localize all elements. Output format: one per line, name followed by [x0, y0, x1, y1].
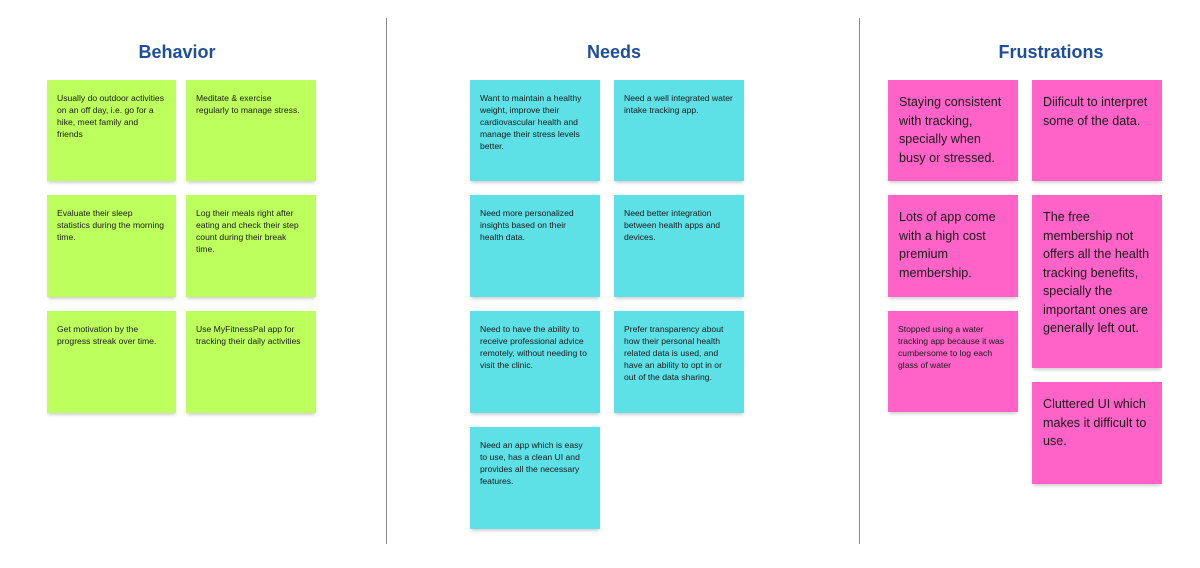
- sticky-note[interactable]: Get motivation by the progress streak ov…: [47, 311, 176, 413]
- needs-title: Needs: [586, 42, 642, 62]
- sticky-note[interactable]: Want to maintain a healthy weight, impro…: [470, 80, 600, 181]
- sticky-note[interactable]: Diificult to interpret some of the data.: [1032, 80, 1162, 181]
- sticky-note[interactable]: Usually do outdoor activities on an off …: [47, 80, 176, 181]
- column-divider: [859, 18, 860, 544]
- sticky-note[interactable]: Evaluate their sleep statistics during t…: [47, 195, 176, 297]
- sticky-note[interactable]: Need to have the ability to receive prof…: [470, 311, 600, 413]
- sticky-note[interactable]: Log their meals right after eating and c…: [186, 195, 316, 297]
- sticky-note[interactable]: Stopped using a water tracking app becau…: [888, 311, 1018, 412]
- sticky-note[interactable]: Need a well integrated water intake trac…: [614, 80, 744, 181]
- sticky-note[interactable]: Staying consistent with tracking, specia…: [888, 80, 1018, 181]
- sticky-note[interactable]: Lots of app come with a high cost premiu…: [888, 195, 1018, 297]
- behavior-title: Behavior: [138, 42, 216, 62]
- sticky-note[interactable]: The free membership not offers all the h…: [1032, 195, 1162, 368]
- sticky-note[interactable]: Meditate & exercise regularly to manage …: [186, 80, 316, 181]
- sticky-note[interactable]: Prefer transparency about how their pers…: [614, 311, 744, 413]
- sticky-note[interactable]: Need an app which is easy to use, has a …: [470, 427, 600, 529]
- sticky-note[interactable]: Need better integration between health a…: [614, 195, 744, 297]
- sticky-note[interactable]: Need more personalized insights based on…: [470, 195, 600, 297]
- sticky-note[interactable]: Cluttered UI which makes it difficult to…: [1032, 382, 1162, 484]
- sticky-note[interactable]: Use MyFitnessPal app for tracking their …: [186, 311, 316, 413]
- frustrations-title: Frustrations: [998, 42, 1104, 62]
- column-divider: [386, 18, 387, 544]
